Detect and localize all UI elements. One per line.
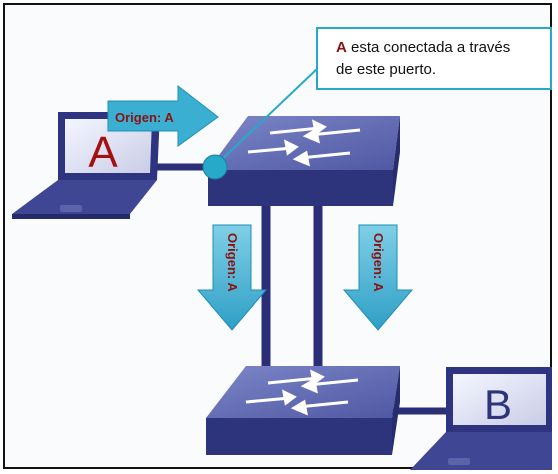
arrow-label-right: Origen: A	[371, 233, 386, 292]
arrow-label-horizontal: Origen: A	[115, 110, 174, 125]
host-b-letter: B	[484, 381, 512, 428]
laptop-b: B	[410, 367, 552, 470]
callout-pointer	[215, 67, 319, 166]
switch-top-arrows-icon	[247, 119, 361, 167]
callout-text-line2: de este puerto.	[336, 61, 437, 78]
switch-top	[208, 116, 400, 206]
arrow-origin-right: Origen: A	[342, 224, 414, 331]
host-a-letter: A	[88, 128, 118, 177]
switch-bottom	[206, 366, 400, 455]
callout-box: A esta conectada a través de este puerto…	[316, 27, 552, 90]
laptop-a: A	[12, 112, 160, 219]
arrow-origin-horizontal: Origen: A	[107, 84, 219, 147]
arrow-origin-left: Origen: A	[196, 224, 268, 331]
callout-text-line1: esta conectada a través	[346, 39, 511, 56]
switch-bottom-arrows-icon	[245, 369, 359, 416]
port-marker	[202, 154, 228, 180]
arrow-label-left: Origen: A	[225, 233, 240, 292]
callout-highlight: A	[336, 39, 347, 56]
